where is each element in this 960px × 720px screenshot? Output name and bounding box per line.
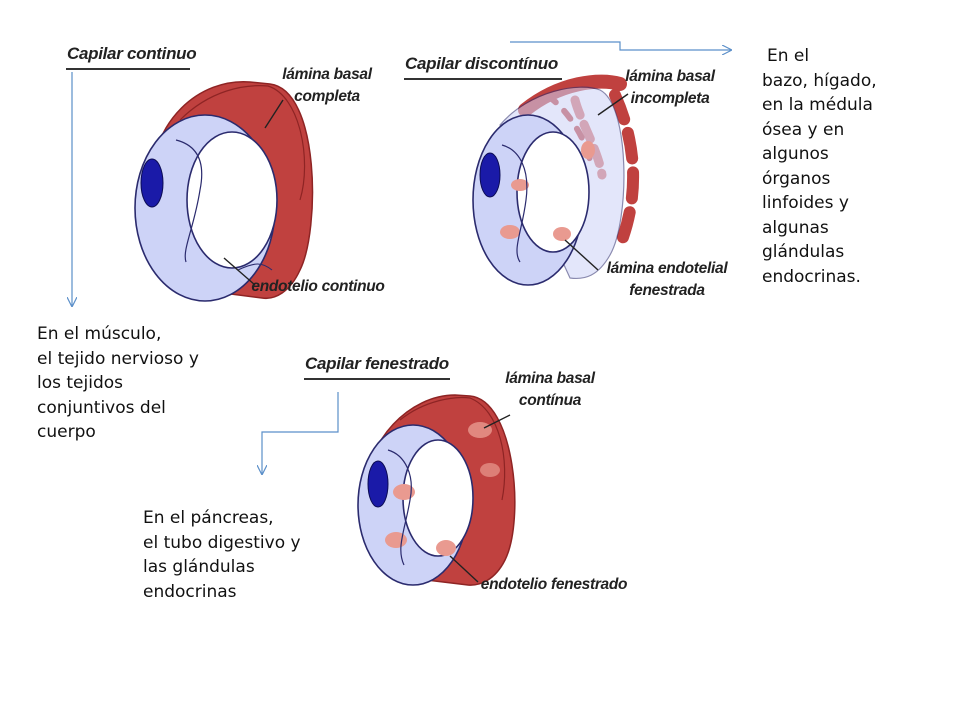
fenestrated-lumen xyxy=(402,439,474,557)
fenestrated-nucleus xyxy=(367,460,389,508)
discontinuous-heading-rule xyxy=(404,78,562,80)
discontinuous-nucleus xyxy=(479,152,501,198)
continuous-basal-label: lámina basal completa xyxy=(282,66,372,105)
fenestrated-heading: Capilar fenestrado xyxy=(305,354,449,373)
discontinuous-location-note: En el bazo, hígado, en la médula ósea y … xyxy=(762,46,877,287)
fenestrated-endo-label: endotelio fenestrado xyxy=(480,576,628,593)
continuous-heading: Capilar continuo xyxy=(67,44,197,63)
discontinuous-heading: Capilar discontínuo xyxy=(405,54,558,73)
arrow-fenestrated-to-note xyxy=(262,392,339,474)
discontinuous-endo-label: lámina endotelial fenestrada xyxy=(606,260,728,299)
arrow-discontinuous-to-note xyxy=(510,41,731,50)
continuous-nucleus xyxy=(140,158,164,208)
continuous-endo-label: endotelio continuo xyxy=(251,278,385,295)
fenestrated-location-note: En el páncreas, el tubo digestivo y las … xyxy=(143,508,301,602)
discontinuous-basal-label: lámina basal incompleta xyxy=(625,68,715,107)
discontinuous-lumen xyxy=(516,131,590,253)
continuous-heading-rule xyxy=(66,68,190,70)
continuous-location-note: En el músculo, el tejido nervioso y los … xyxy=(37,324,199,442)
continuous-lumen xyxy=(186,131,278,269)
fenestrated-basal-label: lámina basal contínua xyxy=(505,370,595,409)
discontinuous-capillary-drawing xyxy=(472,74,640,286)
fenestrated-capillary-drawing xyxy=(357,394,516,586)
fenestrated-heading-rule xyxy=(304,378,450,380)
continuous-capillary-drawing xyxy=(134,81,314,302)
